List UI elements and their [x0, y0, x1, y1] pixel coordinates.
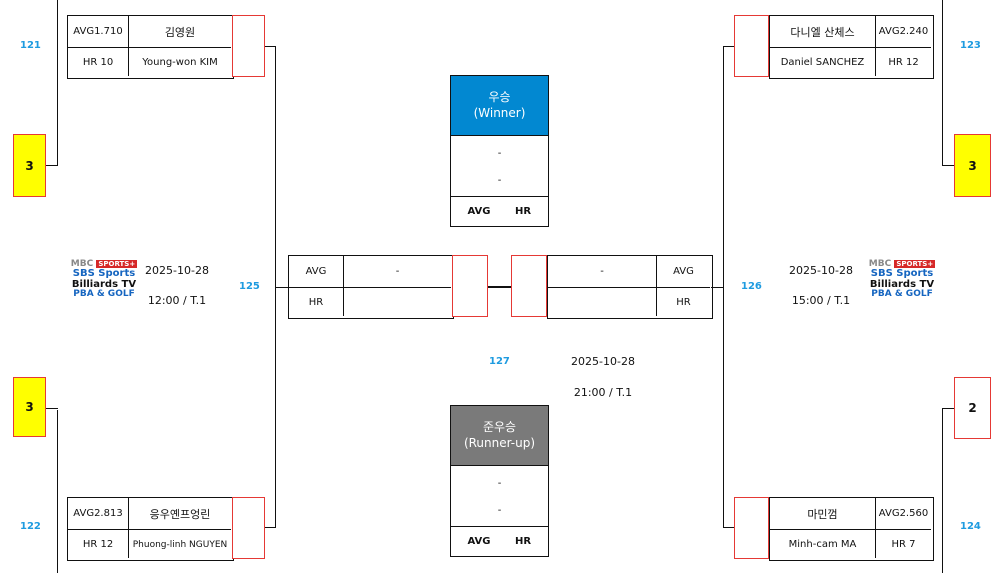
right-score-tick-bottom [942, 408, 954, 409]
winner-hr-label: HR [514, 205, 532, 217]
match-number-127: 127 [489, 356, 510, 367]
match-number-122: 122 [20, 521, 41, 532]
semi-right-hr-label: HR [676, 297, 691, 308]
winner-avg-label: AVG [467, 205, 491, 217]
right-bracket-h-bottom [723, 527, 735, 528]
mbc-sports-logo-right: MBC SPORTS+ [868, 259, 936, 269]
semi-right-avg-label: AVG [673, 266, 694, 277]
player-122-name-en: Phuong-linh NGUYEN [132, 539, 228, 550]
match-126-date: 2025-10-28 [789, 264, 853, 277]
runner-up-body: - - AVG HR [450, 466, 549, 557]
score-box-left-top: 3 [13, 134, 46, 197]
player-122-avg: AVG2.813 [73, 508, 123, 519]
runner-up-hr-label: HR [514, 535, 532, 547]
pba-golf-logo: PBA & GOLF [73, 289, 135, 300]
semi-right-avg-value: - [600, 266, 604, 277]
right-outer-line-top [942, 0, 943, 165]
sbs-sports-logo: SBS Sports [72, 268, 136, 280]
semi-left-avg-label: AVG [305, 266, 327, 277]
player-123-score-tab [734, 15, 769, 77]
player-121-avg: AVG1.710 [73, 26, 123, 37]
player-124-hr: HR 7 [891, 539, 916, 550]
player-124-name-en: Minh-cam MA [788, 539, 857, 550]
player-124-avg: AVG2.560 [878, 508, 929, 519]
score-box-right-bottom: 2 [954, 377, 991, 439]
right-bracket-h-top [723, 46, 735, 47]
left-score-tick-top [46, 165, 58, 166]
match-number-125: 125 [239, 281, 260, 292]
billiards-tv-logo-right: Billiards TV [869, 278, 935, 290]
runner-up-avg-label: AVG [467, 535, 491, 547]
runner-up-header: 준우승 (Runner-up) [450, 405, 549, 466]
player-124-name-kr: 마민껌 [807, 507, 838, 521]
match-125-time: 12:00 / T.1 [147, 294, 207, 307]
score-box-right-top: 3 [954, 134, 991, 197]
player-124-score-tab [734, 497, 769, 559]
player-122-score-tab [232, 497, 265, 559]
player-121-score-tab [232, 15, 265, 77]
semi-left-hr-label: HR [308, 297, 324, 308]
match-127-time: 21:00 / T.1 [573, 386, 633, 399]
match-126-time: 15:00 / T.1 [791, 294, 851, 307]
match-number-126: 126 [741, 281, 762, 292]
runner-up-title-kr: 준우승 [482, 419, 517, 434]
runner-up-row-1: - [497, 478, 502, 489]
player-123-name-kr: 다니엘 산체스 [790, 25, 855, 39]
semifinal-card-left[interactable]: AVG - HR [288, 255, 454, 319]
player-card-123[interactable]: 다니엘 산체스 AVG2.240 Daniel SANCHEZ HR 12 [769, 15, 934, 79]
match-number-121: 121 [20, 40, 41, 51]
mbc-sports-logo: MBC SPORTS+ [70, 259, 138, 269]
player-card-121[interactable]: AVG1.710 김영원 HR 10 Young-won KIM [67, 15, 234, 79]
final-connector [488, 286, 511, 288]
semi-left-avg-value: - [395, 266, 400, 277]
left-outer-line-bottom [57, 410, 58, 573]
broadcaster-logos-right: MBC SPORTS+ SBS Sports Billiards TV PBA … [862, 259, 942, 300]
runner-up-row-2: - [497, 505, 502, 516]
match-number-124: 124 [960, 521, 981, 532]
winner-title-en: (Winner) [473, 105, 526, 120]
player-122-name-kr: 응우옌프엉린 [149, 507, 211, 521]
winner-row-1: - [497, 148, 502, 159]
right-outer-line-bottom [942, 408, 943, 573]
match-125-date: 2025-10-28 [145, 264, 209, 277]
score-box-left-bottom: 3 [13, 377, 46, 437]
winner-header: 우승 (Winner) [450, 75, 549, 136]
billiards-tv-logo: Billiards TV [71, 278, 137, 290]
player-121-name-en: Young-won KIM [142, 57, 218, 68]
match-127-date: 2025-10-28 [571, 355, 635, 368]
player-card-122[interactable]: AVG2.813 응우옌프엉린 HR 12 Phuong-linh NGUYEN [67, 497, 234, 561]
right-bracket-h-mid [711, 287, 724, 288]
player-123-avg: AVG2.240 [878, 26, 929, 37]
sbs-sports-logo-right: SBS Sports [870, 268, 934, 280]
player-122-hr: HR 12 [82, 539, 114, 550]
winner-row-2: - [497, 175, 502, 186]
semi-right-score-tab [511, 255, 547, 317]
winner-body: - - AVG HR [450, 136, 549, 227]
left-bracket-h-bottom [264, 527, 276, 528]
broadcaster-logos-left: MBC SPORTS+ SBS Sports Billiards TV PBA … [64, 259, 144, 300]
semifinal-card-right[interactable]: - AVG HR [547, 255, 713, 319]
player-123-name-en: Daniel SANCHEZ [780, 57, 865, 68]
left-score-tick-bottom [46, 408, 58, 409]
match-number-123: 123 [960, 40, 981, 51]
winner-title-kr: 우승 [488, 89, 511, 104]
player-card-124[interactable]: 마민껌 AVG2.560 Minh-cam MA HR 7 [769, 497, 934, 561]
left-bracket-h-mid [275, 287, 288, 288]
player-121-name-kr: 김영원 [164, 25, 196, 39]
left-outer-line-top [57, 0, 58, 165]
player-123-hr: HR 12 [888, 57, 919, 68]
pba-golf-logo-right: PBA & GOLF [871, 289, 933, 300]
runner-up-title-en: (Runner-up) [463, 435, 536, 450]
semi-left-score-tab [452, 255, 488, 317]
right-score-tick-top [942, 165, 954, 166]
player-121-hr: HR 10 [82, 57, 114, 68]
left-bracket-h-top [264, 46, 276, 47]
